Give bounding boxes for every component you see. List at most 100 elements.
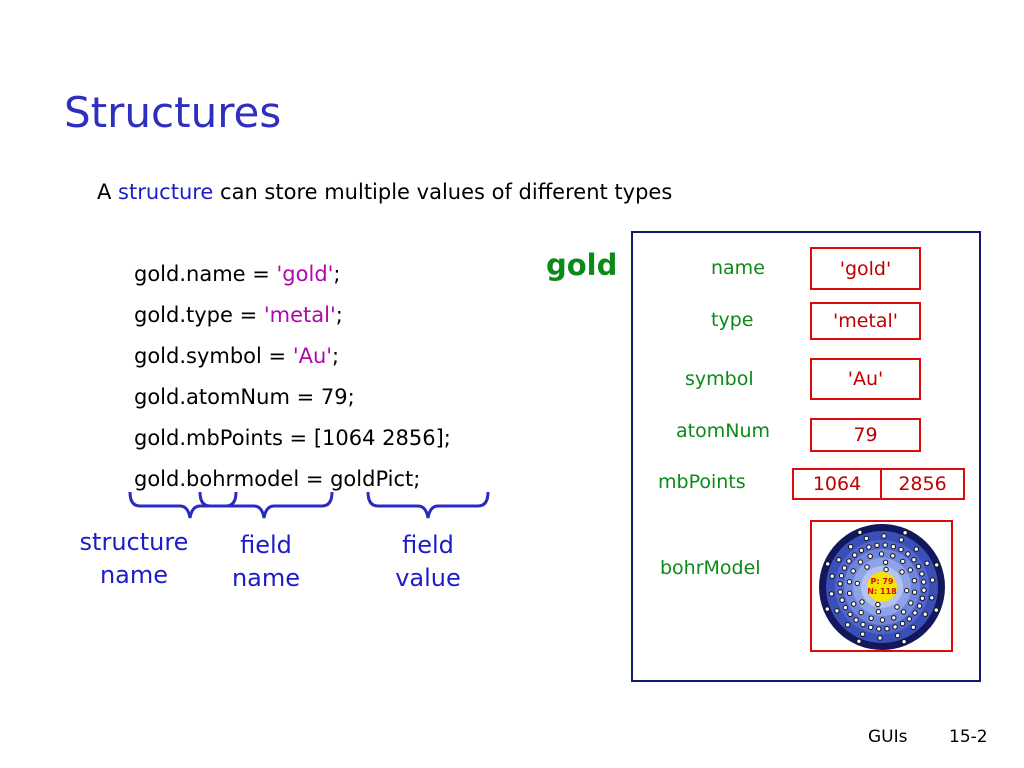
electron-dot xyxy=(882,542,888,548)
electron-dot xyxy=(838,573,845,579)
field-label-bohrmodel: bohrModel xyxy=(660,557,761,579)
electron-dot xyxy=(829,573,835,579)
code-suffix: ; xyxy=(332,344,340,368)
nucleus-neutrons: N: 118 xyxy=(867,587,897,596)
electron-dot xyxy=(837,589,843,595)
electron-dot xyxy=(851,601,857,607)
electron-dot xyxy=(854,580,860,587)
intro-sentence: A structure can store multiple values of… xyxy=(97,180,672,204)
slide-title: Structures xyxy=(64,88,282,137)
electron-dot xyxy=(911,557,917,563)
electron-dot xyxy=(863,535,870,542)
electron-dot xyxy=(912,610,918,616)
field-label-atomnum: atomNum xyxy=(676,420,770,442)
electron-dot xyxy=(921,579,927,585)
electron-dot xyxy=(913,546,920,552)
field-value-bohrmodel: P: 79 N: 118 xyxy=(810,520,953,652)
electron-dot xyxy=(858,547,865,554)
code-line-bohrmodel: gold.bohrmodel = goldPict; xyxy=(134,467,420,491)
electron-dot xyxy=(834,608,840,614)
electron-dot xyxy=(898,537,905,543)
electron-dot xyxy=(899,569,905,575)
electron-dot xyxy=(858,609,864,616)
field-value-mbpoints-melting: 1064 xyxy=(792,468,882,500)
electron-dot xyxy=(900,558,906,565)
electron-dot xyxy=(894,632,901,639)
electron-dot xyxy=(891,615,897,621)
footer-page-number: 15-2 xyxy=(949,727,988,747)
electron-dot xyxy=(904,587,910,594)
footer-section: GUIs xyxy=(868,727,908,747)
field-value-brace xyxy=(366,491,490,519)
electron-dot xyxy=(850,568,856,574)
intro-text-after: can store multiple values of different t… xyxy=(213,180,673,204)
electron-dot xyxy=(876,626,882,632)
electron-dot xyxy=(881,533,887,539)
code-line-atomnum: gold.atomNum = 79; xyxy=(134,385,355,409)
electron-dot xyxy=(877,635,883,641)
electron-dot xyxy=(848,544,854,550)
electron-dot xyxy=(856,638,862,645)
code-prefix: gold.symbol = xyxy=(134,344,293,368)
electron-dot xyxy=(825,561,831,567)
electron-dot xyxy=(841,565,848,571)
electron-dot xyxy=(860,621,866,628)
electron-dot xyxy=(884,626,890,632)
electron-dot xyxy=(919,595,926,602)
field-label-type: type xyxy=(711,309,754,331)
electron-dot xyxy=(853,617,859,623)
code-suffix: ; xyxy=(333,262,341,286)
bohr-nucleus xyxy=(867,572,897,602)
electron-dot xyxy=(916,603,923,609)
electron-dot xyxy=(864,564,870,570)
electron-dot xyxy=(847,611,853,618)
field-value-name: 'gold' xyxy=(810,247,921,290)
electron-dot xyxy=(878,551,885,557)
electron-dot xyxy=(919,571,925,577)
code-line-mbpoints: gold.mbPoints = [1064 2856]; xyxy=(134,426,451,450)
struct-variable-label: gold xyxy=(546,248,618,282)
electron-dot xyxy=(910,624,917,631)
electron-dot xyxy=(852,552,858,558)
code-line-type: gold.type = 'metal'; xyxy=(134,303,343,327)
electron-dot xyxy=(859,599,865,605)
field-label-symbol: symbol xyxy=(685,368,754,390)
field-value-symbol: 'Au' xyxy=(810,358,921,400)
code-prefix: gold.name = xyxy=(134,262,277,286)
electron-dot xyxy=(892,624,898,630)
code-string: 'gold' xyxy=(276,262,334,286)
electron-dot xyxy=(828,591,835,597)
electron-dot xyxy=(846,558,852,564)
electron-dot xyxy=(911,578,918,584)
field-label-mbpoints: mbPoints xyxy=(658,471,746,493)
bohr-model-image: P: 79 N: 118 xyxy=(819,524,945,650)
electron-dot xyxy=(934,562,940,568)
field-label-name: name xyxy=(711,257,765,279)
electron-dot xyxy=(908,600,914,606)
electron-dot xyxy=(857,529,863,536)
electron-dot xyxy=(882,559,889,565)
code-prefix: gold.atomNum = 79; xyxy=(134,385,355,409)
code-line-symbol: gold.symbol = 'Au'; xyxy=(134,344,339,368)
bohr-electrons xyxy=(824,529,940,645)
code-prefix: gold.mbPoints = [1064 2856]; xyxy=(134,426,451,450)
annotation-braces xyxy=(128,491,490,519)
electron-dot xyxy=(929,595,935,601)
electron-dot xyxy=(924,560,930,566)
electron-dot xyxy=(890,543,897,550)
electron-dot xyxy=(836,557,842,563)
electron-dot xyxy=(883,566,889,573)
structure-diagram-frame xyxy=(631,231,981,682)
electron-dot xyxy=(899,620,906,627)
field-name-brace xyxy=(198,491,334,519)
electron-dot xyxy=(901,639,907,645)
electron-dot xyxy=(857,559,864,565)
electron-dot xyxy=(842,604,849,611)
field-value-mbpoints-boiling: 2856 xyxy=(880,468,965,500)
code-line-name: gold.name = 'gold'; xyxy=(134,262,341,286)
electron-dot xyxy=(890,553,896,559)
electron-dot xyxy=(922,611,928,617)
electron-dot xyxy=(906,616,913,622)
electron-dot xyxy=(846,590,853,597)
